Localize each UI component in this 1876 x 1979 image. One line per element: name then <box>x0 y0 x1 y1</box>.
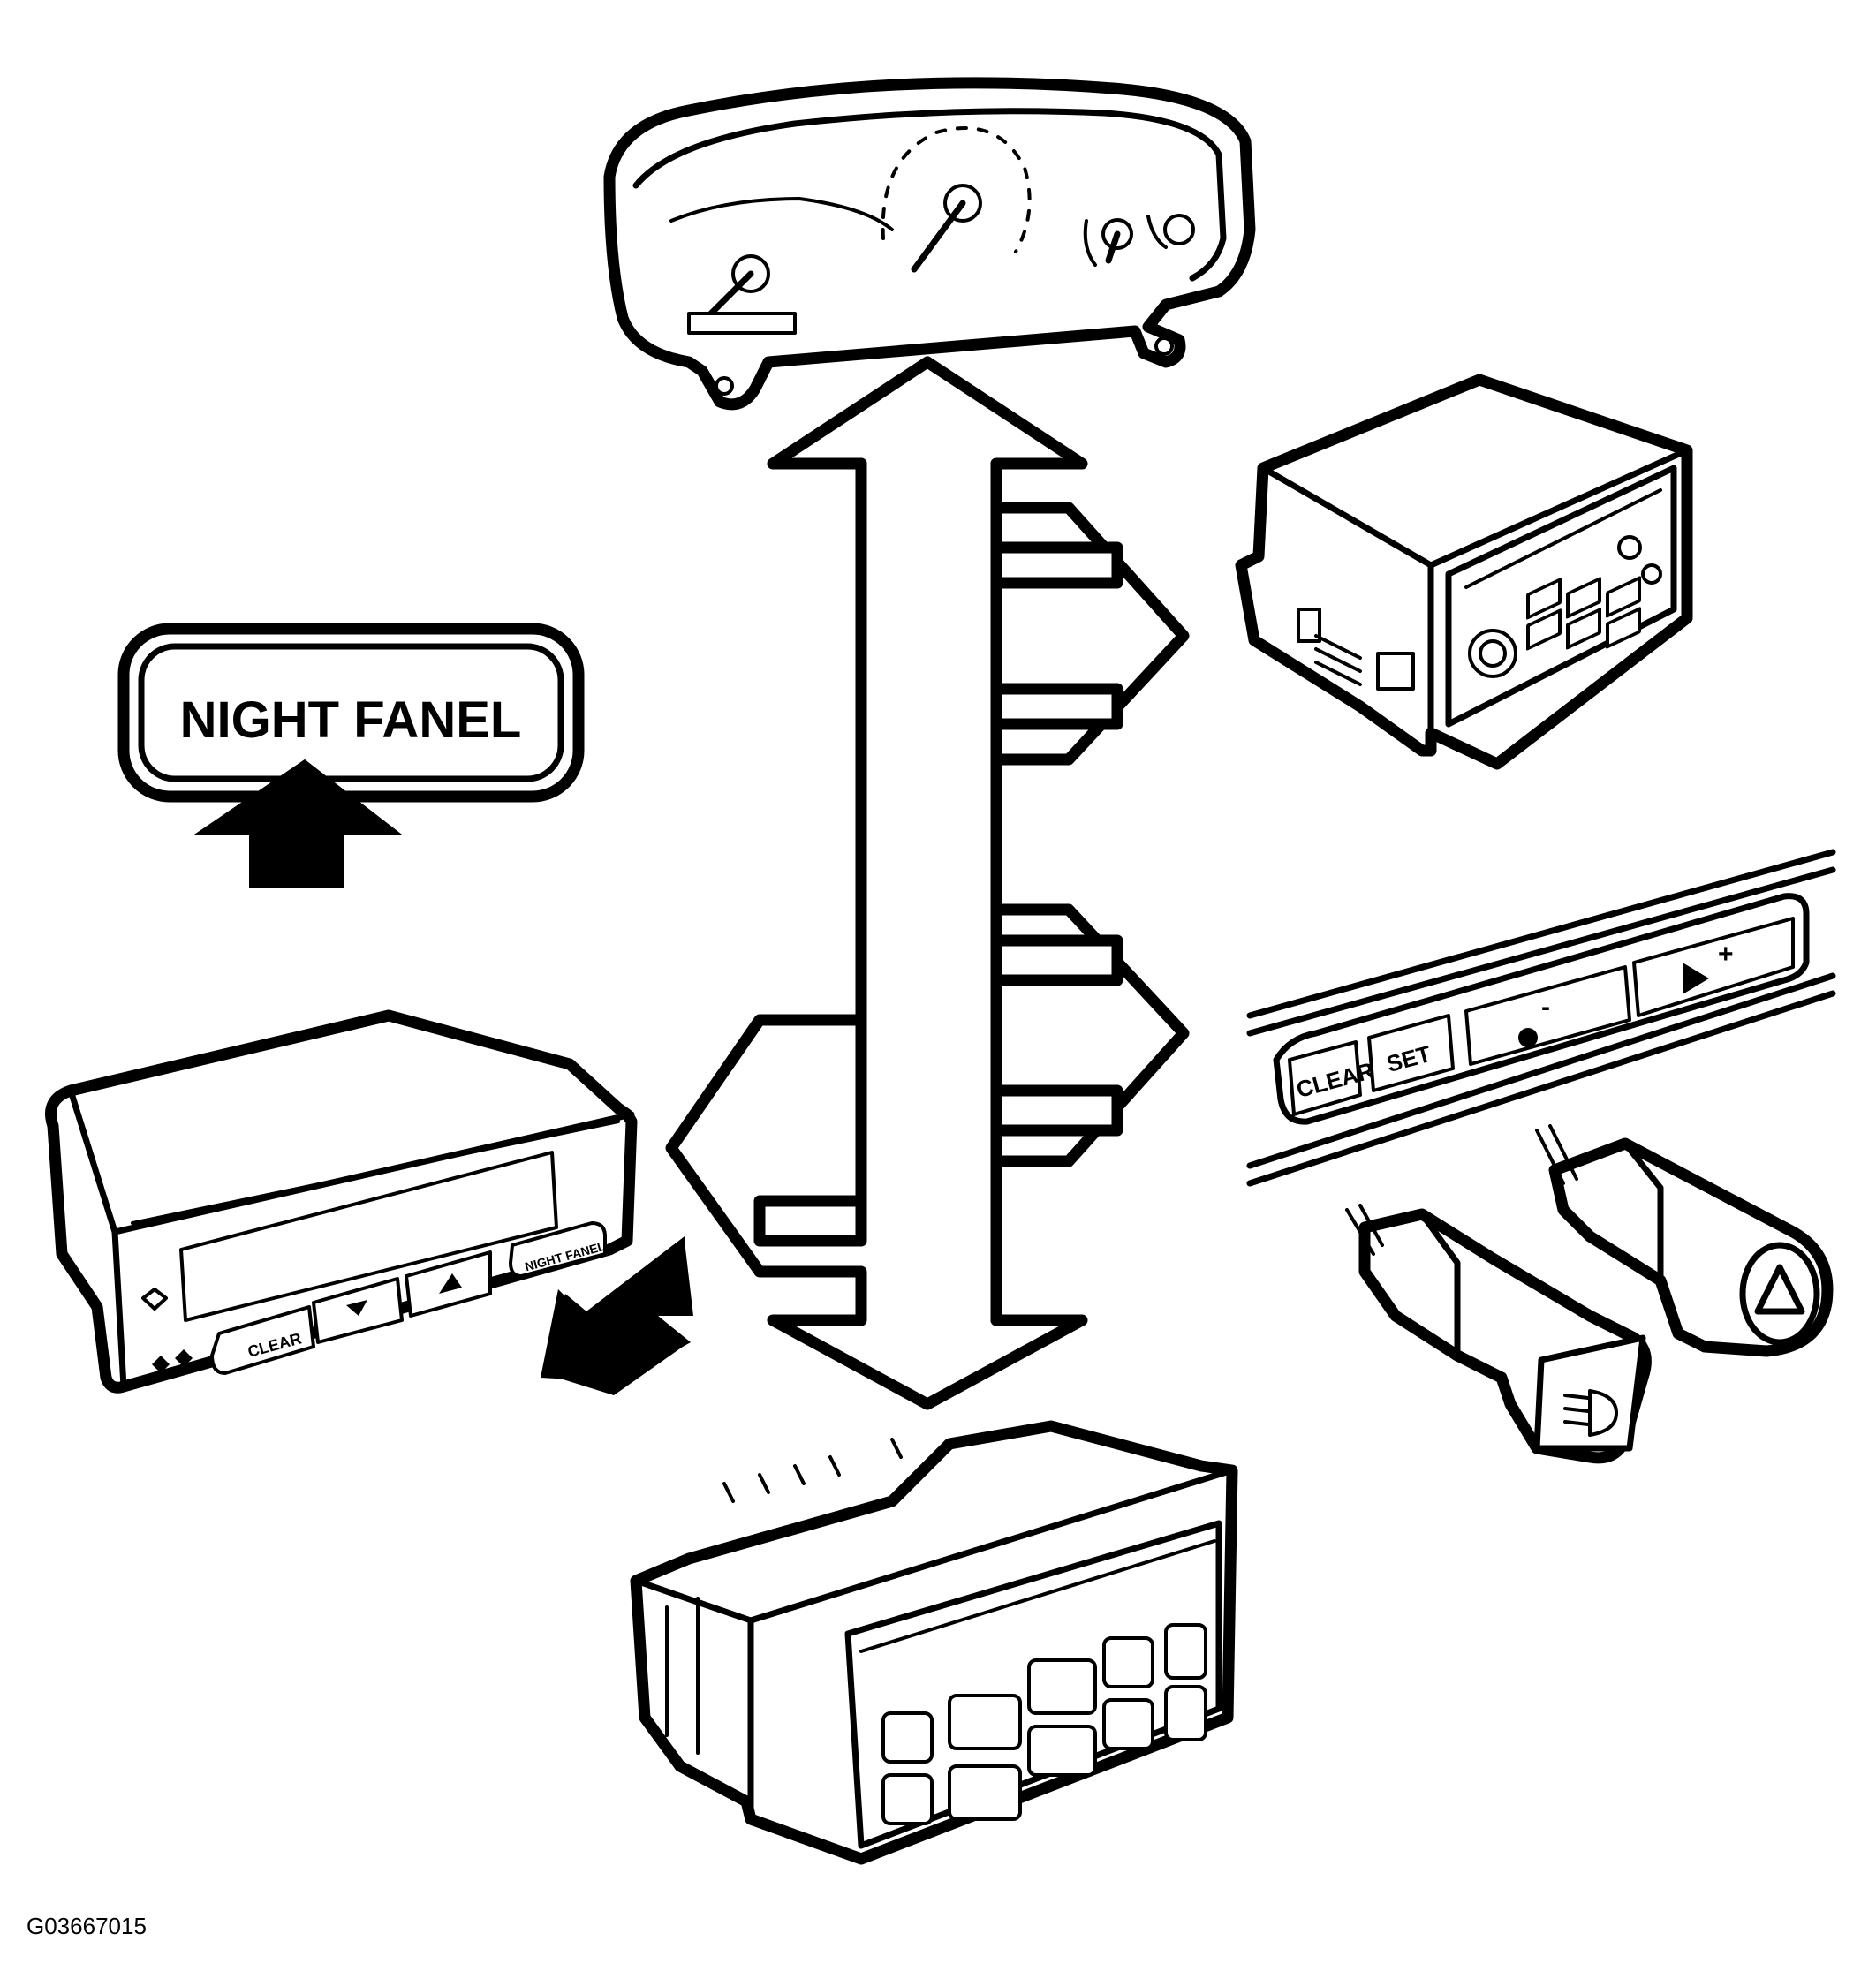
fog-lamp-icon <box>1563 1389 1618 1437</box>
radio-receiver <box>1235 374 1693 770</box>
cruise-set-button: SET <box>1367 1014 1455 1092</box>
radio-buttons <box>1526 576 1641 651</box>
night-panel-badge-label: NIGHT FANEL <box>180 691 522 749</box>
diamond-icon <box>141 1288 168 1311</box>
svg-text:+: + <box>1718 940 1734 969</box>
fog-lamp-switch <box>1345 1204 1652 1464</box>
hazard-switch <box>1535 1124 1834 1357</box>
dash-switch-strip: CLEAR SET - + <box>1246 849 1836 1187</box>
info-up-button <box>405 1250 492 1318</box>
speedometer-dial <box>881 126 1032 273</box>
figure-id-caption: G03667015 <box>26 1913 147 1939</box>
cruise-minus-button: - <box>1464 965 1631 1066</box>
double-diamond-icon <box>152 1349 193 1373</box>
down-triangle-icon <box>346 1300 367 1316</box>
cruise-plus-triangle <box>1683 963 1709 994</box>
instrument-cluster <box>603 77 1256 411</box>
hvac-buttons <box>881 1623 1207 1825</box>
cruise-plus-button: + <box>1632 917 1795 1017</box>
night-panel-badge: NIGHT FANEL <box>117 623 585 803</box>
cruise-minus-dot <box>1518 1028 1538 1047</box>
up-triangle-icon <box>439 1273 462 1294</box>
svg-text:-: - <box>1541 993 1550 1022</box>
hazard-triangle-icon <box>1754 1264 1805 1315</box>
driver-info-display: CLEAR NIGHT FANEL <box>45 1009 638 1394</box>
info-down-button <box>312 1277 404 1344</box>
hvac-control-module <box>630 1420 1238 1865</box>
central-distribution-arrow <box>665 356 1190 1410</box>
